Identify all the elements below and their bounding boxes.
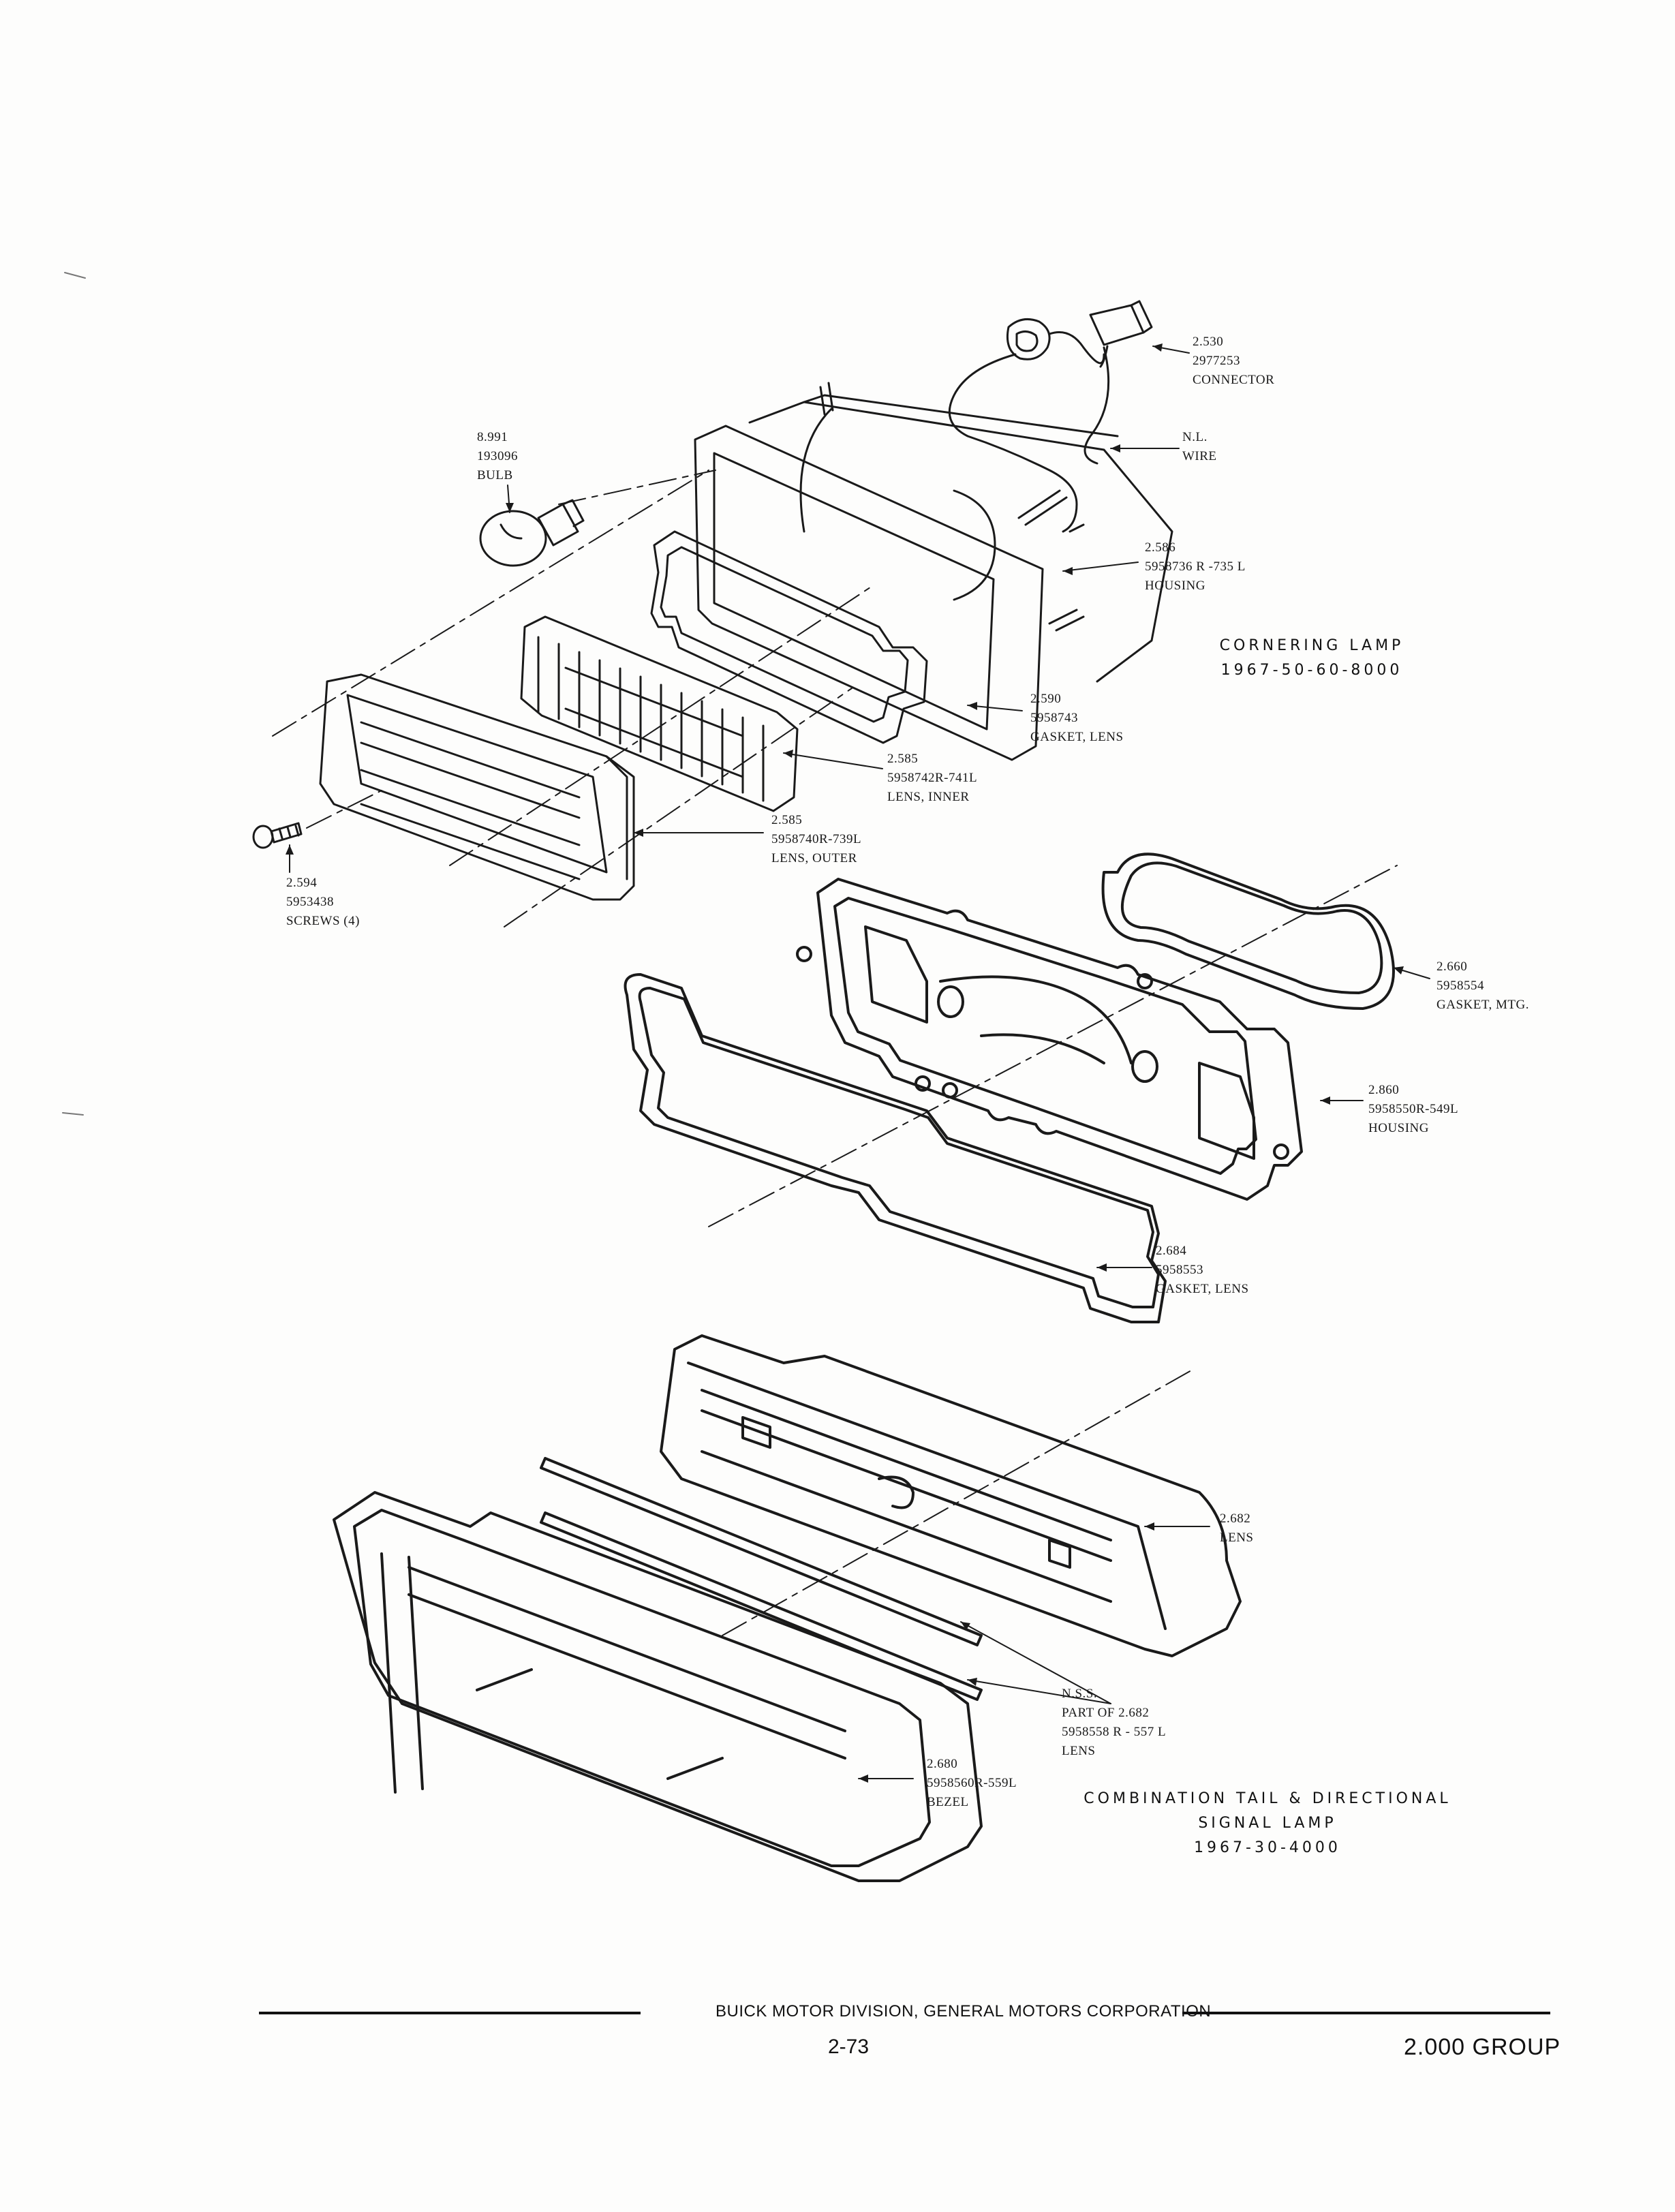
- combination-housing-catalog-number: 5958550R-549L: [1368, 1102, 1459, 1116]
- page-number: 2-73: [828, 2036, 870, 2058]
- label-cornering-gasket: 2.590 5958743 GASKET, LENS: [1030, 690, 1124, 747]
- combination-gasket-name: GASKET, LENS: [1156, 1282, 1249, 1296]
- combination-lamp-title: COMBINATION TAIL & DIRECTIONAL SIGNAL LA…: [1063, 1787, 1472, 1860]
- label-combination-lens: 2.682 LENS: [1220, 1509, 1254, 1548]
- lens-strips-drawing: [540, 1457, 983, 1701]
- bezel-catalog-number: 5958560R-559L: [927, 1776, 1017, 1790]
- scan-marks: [62, 272, 86, 1116]
- label-outer-lens: 2.585 5958740R-739L LENS, OUTER: [771, 811, 861, 868]
- combination-gasket-catalog-number: 5958553: [1156, 1263, 1203, 1277]
- connector-catalog-number: 2977253: [1193, 354, 1240, 368]
- inner-lens-drawing: [520, 615, 799, 812]
- combination-housing-drawing: [796, 878, 1303, 1201]
- combination-assembly-lines: [708, 865, 1398, 1636]
- mounting-gasket-catalog-number: 5958554: [1436, 979, 1484, 993]
- cornering-housing-drawing: [694, 382, 1173, 761]
- outer-lens-part-number: 2.585: [771, 813, 803, 827]
- mounting-gasket-name: GASKET, MTG.: [1436, 998, 1530, 1012]
- wire-name: WIRE: [1182, 449, 1217, 463]
- label-mounting-gasket: 2.660 5958554 GASKET, MTG.: [1436, 957, 1529, 1015]
- nss-catalog-number: 5958558 R - 557 L: [1062, 1725, 1167, 1739]
- leader-lines: [289, 345, 1430, 1779]
- bezel-name: BEZEL: [927, 1795, 969, 1809]
- cornering-gasket-catalog-number: 5958743: [1030, 711, 1078, 725]
- cornering-housing-part-number: 2.586: [1145, 540, 1176, 555]
- bezel-drawing: [333, 1491, 983, 1882]
- label-bezel: 2.680 5958560R-559L BEZEL: [927, 1755, 1017, 1812]
- bulb-name: BULB: [477, 468, 513, 482]
- label-nss-lens: N.S.S. PART OF 2.682 5958558 R - 557 L L…: [1062, 1685, 1166, 1761]
- combination-lens-drawing: [660, 1334, 1242, 1657]
- combination-gasket-part-number: 2.684: [1156, 1244, 1187, 1258]
- cornering-lamp-title-line1: CORNERING LAMP: [1219, 637, 1404, 654]
- bezel-part-number: 2.680: [927, 1757, 958, 1771]
- cornering-assembly-lines: [272, 470, 873, 927]
- connector-drawing: [1006, 300, 1153, 368]
- screw-drawing: [252, 822, 303, 849]
- combination-housing-part-number: 2.860: [1368, 1083, 1400, 1097]
- footer-corporation: BUICK MOTOR DIVISION, GENERAL MOTORS COR…: [716, 2002, 1212, 2021]
- cornering-lamp-title: CORNERING LAMP 1967-50-60-8000: [1158, 634, 1465, 683]
- nss-part-of: PART OF 2.682: [1062, 1706, 1150, 1720]
- bulb-drawing: [479, 499, 585, 567]
- wire-note: N.L.: [1182, 430, 1208, 444]
- outer-lens-drawing: [319, 673, 635, 901]
- label-inner-lens: 2.585 5958742R-741L LENS, INNER: [887, 750, 977, 807]
- footer-rule-right: [1182, 2012, 1550, 2014]
- bulb-catalog-number: 193096: [477, 449, 518, 463]
- label-screws: 2.594 5953438 SCREWS (4): [286, 874, 360, 931]
- connector-part-number: 2.530: [1193, 335, 1224, 349]
- inner-lens-name: LENS, INNER: [887, 790, 970, 804]
- screws-catalog-number: 5953438: [286, 895, 334, 909]
- inner-lens-part-number: 2.585: [887, 752, 919, 766]
- label-connector: 2.530 2977253 CONNECTOR: [1193, 333, 1274, 390]
- screws-part-number: 2.594: [286, 876, 318, 890]
- cornering-gasket-name: GASKET, LENS: [1030, 730, 1124, 744]
- combination-lens-name: LENS: [1220, 1531, 1254, 1545]
- wire-drawing: [948, 346, 1110, 533]
- cornering-housing-catalog-number: 5958736 R -735 L: [1145, 559, 1246, 574]
- label-combination-gasket: 2.684 5958553 GASKET, LENS: [1156, 1242, 1249, 1299]
- mounting-gasket-part-number: 2.660: [1436, 959, 1468, 974]
- cornering-lamp-title-line2: 1967-50-60-8000: [1220, 662, 1403, 679]
- cornering-housing-name: HOUSING: [1145, 579, 1205, 593]
- cornering-gasket-drawing: [650, 530, 928, 744]
- nss-name: LENS: [1062, 1744, 1096, 1758]
- label-cornering-housing: 2.586 5958736 R -735 L HOUSING: [1145, 538, 1246, 596]
- mounting-gasket-drawing: [1101, 852, 1395, 1010]
- outer-lens-catalog-number: 5958740R-739L: [771, 832, 862, 846]
- cornering-gasket-part-number: 2.590: [1030, 692, 1062, 706]
- label-wire: N.L. WIRE: [1182, 428, 1217, 466]
- nss-note: N.S.S.: [1062, 1687, 1098, 1701]
- inner-lens-catalog-number: 5958742R-741L: [887, 771, 978, 785]
- combination-lamp-title-line3: 1967-30-4000: [1194, 1839, 1341, 1856]
- combination-lens-part-number: 2.682: [1220, 1511, 1251, 1526]
- group-number: 2.000 GROUP: [1404, 2034, 1561, 2060]
- label-combination-housing: 2.860 5958550R-549L HOUSING: [1368, 1081, 1458, 1138]
- combination-lamp-title-line2: SIGNAL LAMP: [1198, 1815, 1337, 1832]
- leader-arrowheads: [286, 343, 1404, 1783]
- combination-gasket-drawing: [624, 973, 1167, 1323]
- connector-name: CONNECTOR: [1193, 373, 1275, 387]
- combination-lamp-title-line1: COMBINATION TAIL & DIRECTIONAL: [1084, 1790, 1451, 1807]
- combination-housing-name: HOUSING: [1368, 1121, 1429, 1135]
- label-bulb: 8.991 193096 BULB: [477, 428, 518, 485]
- footer-rule-left: [259, 2012, 641, 2014]
- bulb-part-number: 8.991: [477, 430, 508, 444]
- outer-lens-name: LENS, OUTER: [771, 851, 857, 865]
- screws-name: SCREWS (4): [286, 914, 360, 928]
